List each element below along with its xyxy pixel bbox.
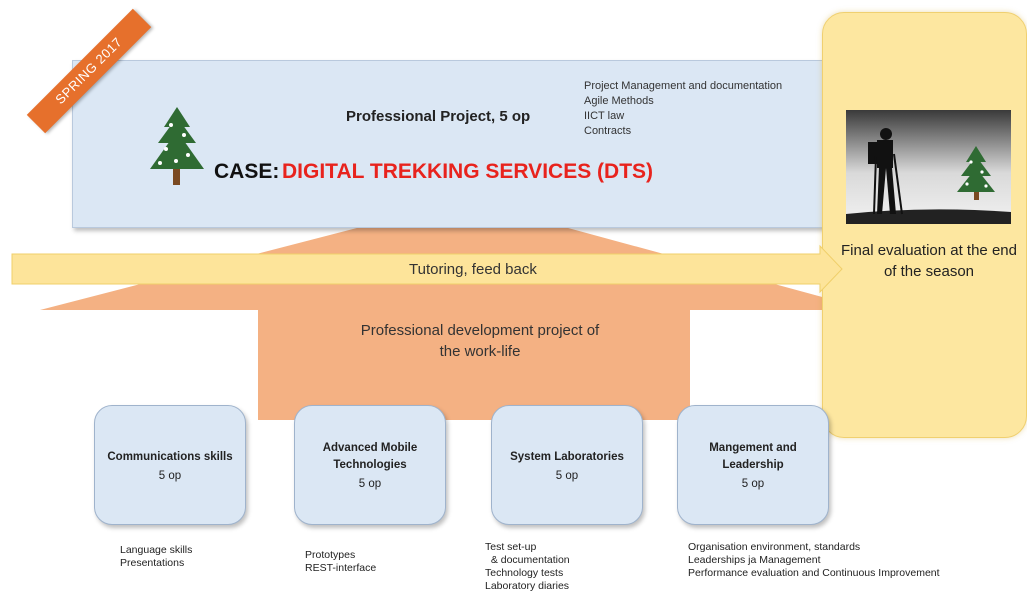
course-title: Communications skills: [107, 450, 233, 463]
course-credits: 5 op: [555, 469, 579, 482]
case-title: DIGITAL TREKKING SERVICES (DTS): [282, 160, 654, 183]
project-topic: Contracts: [584, 125, 632, 137]
course-title: Advanced Mobile Technologies: [322, 442, 418, 471]
course-credits: 5 op: [741, 478, 765, 490]
course-box: Advanced Mobile Technologies 5 op: [294, 405, 446, 525]
course-box: Mangement and Leadership 5 op: [677, 405, 829, 525]
detail-item: Technology tests: [485, 567, 564, 579]
professional-project-box: [72, 60, 832, 228]
detail-item: Performance evaluation and Continuous Im…: [688, 567, 940, 579]
detail-item: & documentation: [485, 554, 570, 566]
detail-item: Prototypes: [305, 549, 356, 561]
course-details: Organisation environment, standards Lead…: [688, 541, 940, 580]
detail-item: REST-interface: [305, 562, 377, 574]
course-title: Mangement and Leadership: [709, 442, 797, 471]
detail-item: Organisation environment, standards: [688, 541, 861, 553]
course-credits: 5 op: [158, 469, 182, 482]
detail-item: Leaderships ja Management: [688, 554, 821, 566]
hiker-photo: [846, 110, 1011, 224]
project-topic: Project Management and documentation: [584, 80, 783, 92]
tutoring-label: Tutoring, feed back: [409, 261, 537, 278]
detail-item: Laboratory diaries: [485, 580, 570, 592]
course-title: System Laboratories: [510, 450, 624, 463]
pine-tree-icon: [150, 107, 204, 185]
course-details: Language skills Presentations: [120, 544, 192, 570]
course-credits: 5 op: [358, 478, 382, 490]
detail-item: Test set-up: [485, 541, 537, 553]
final-evaluation-panel: [822, 12, 1027, 438]
final-evaluation-text: Final evaluation at the end of the seaso…: [841, 242, 1017, 280]
case-prefix: CASE:: [214, 160, 280, 183]
course-details: Prototypes REST-interface: [305, 549, 376, 575]
course-details: Test set-up & documentation Technology t…: [485, 541, 570, 593]
detail-item: Language skills: [120, 544, 193, 556]
detail-item: Presentations: [120, 557, 185, 569]
project-topic: Agile Methods: [584, 95, 654, 107]
development-label: Professional development project of the …: [360, 322, 600, 360]
course-box: Communications skills 5 op: [94, 405, 246, 525]
course-box: System Laboratories 5 op: [491, 405, 643, 525]
project-topic: IICT law: [584, 110, 625, 122]
project-title: Professional Project, 5 op: [346, 108, 531, 125]
